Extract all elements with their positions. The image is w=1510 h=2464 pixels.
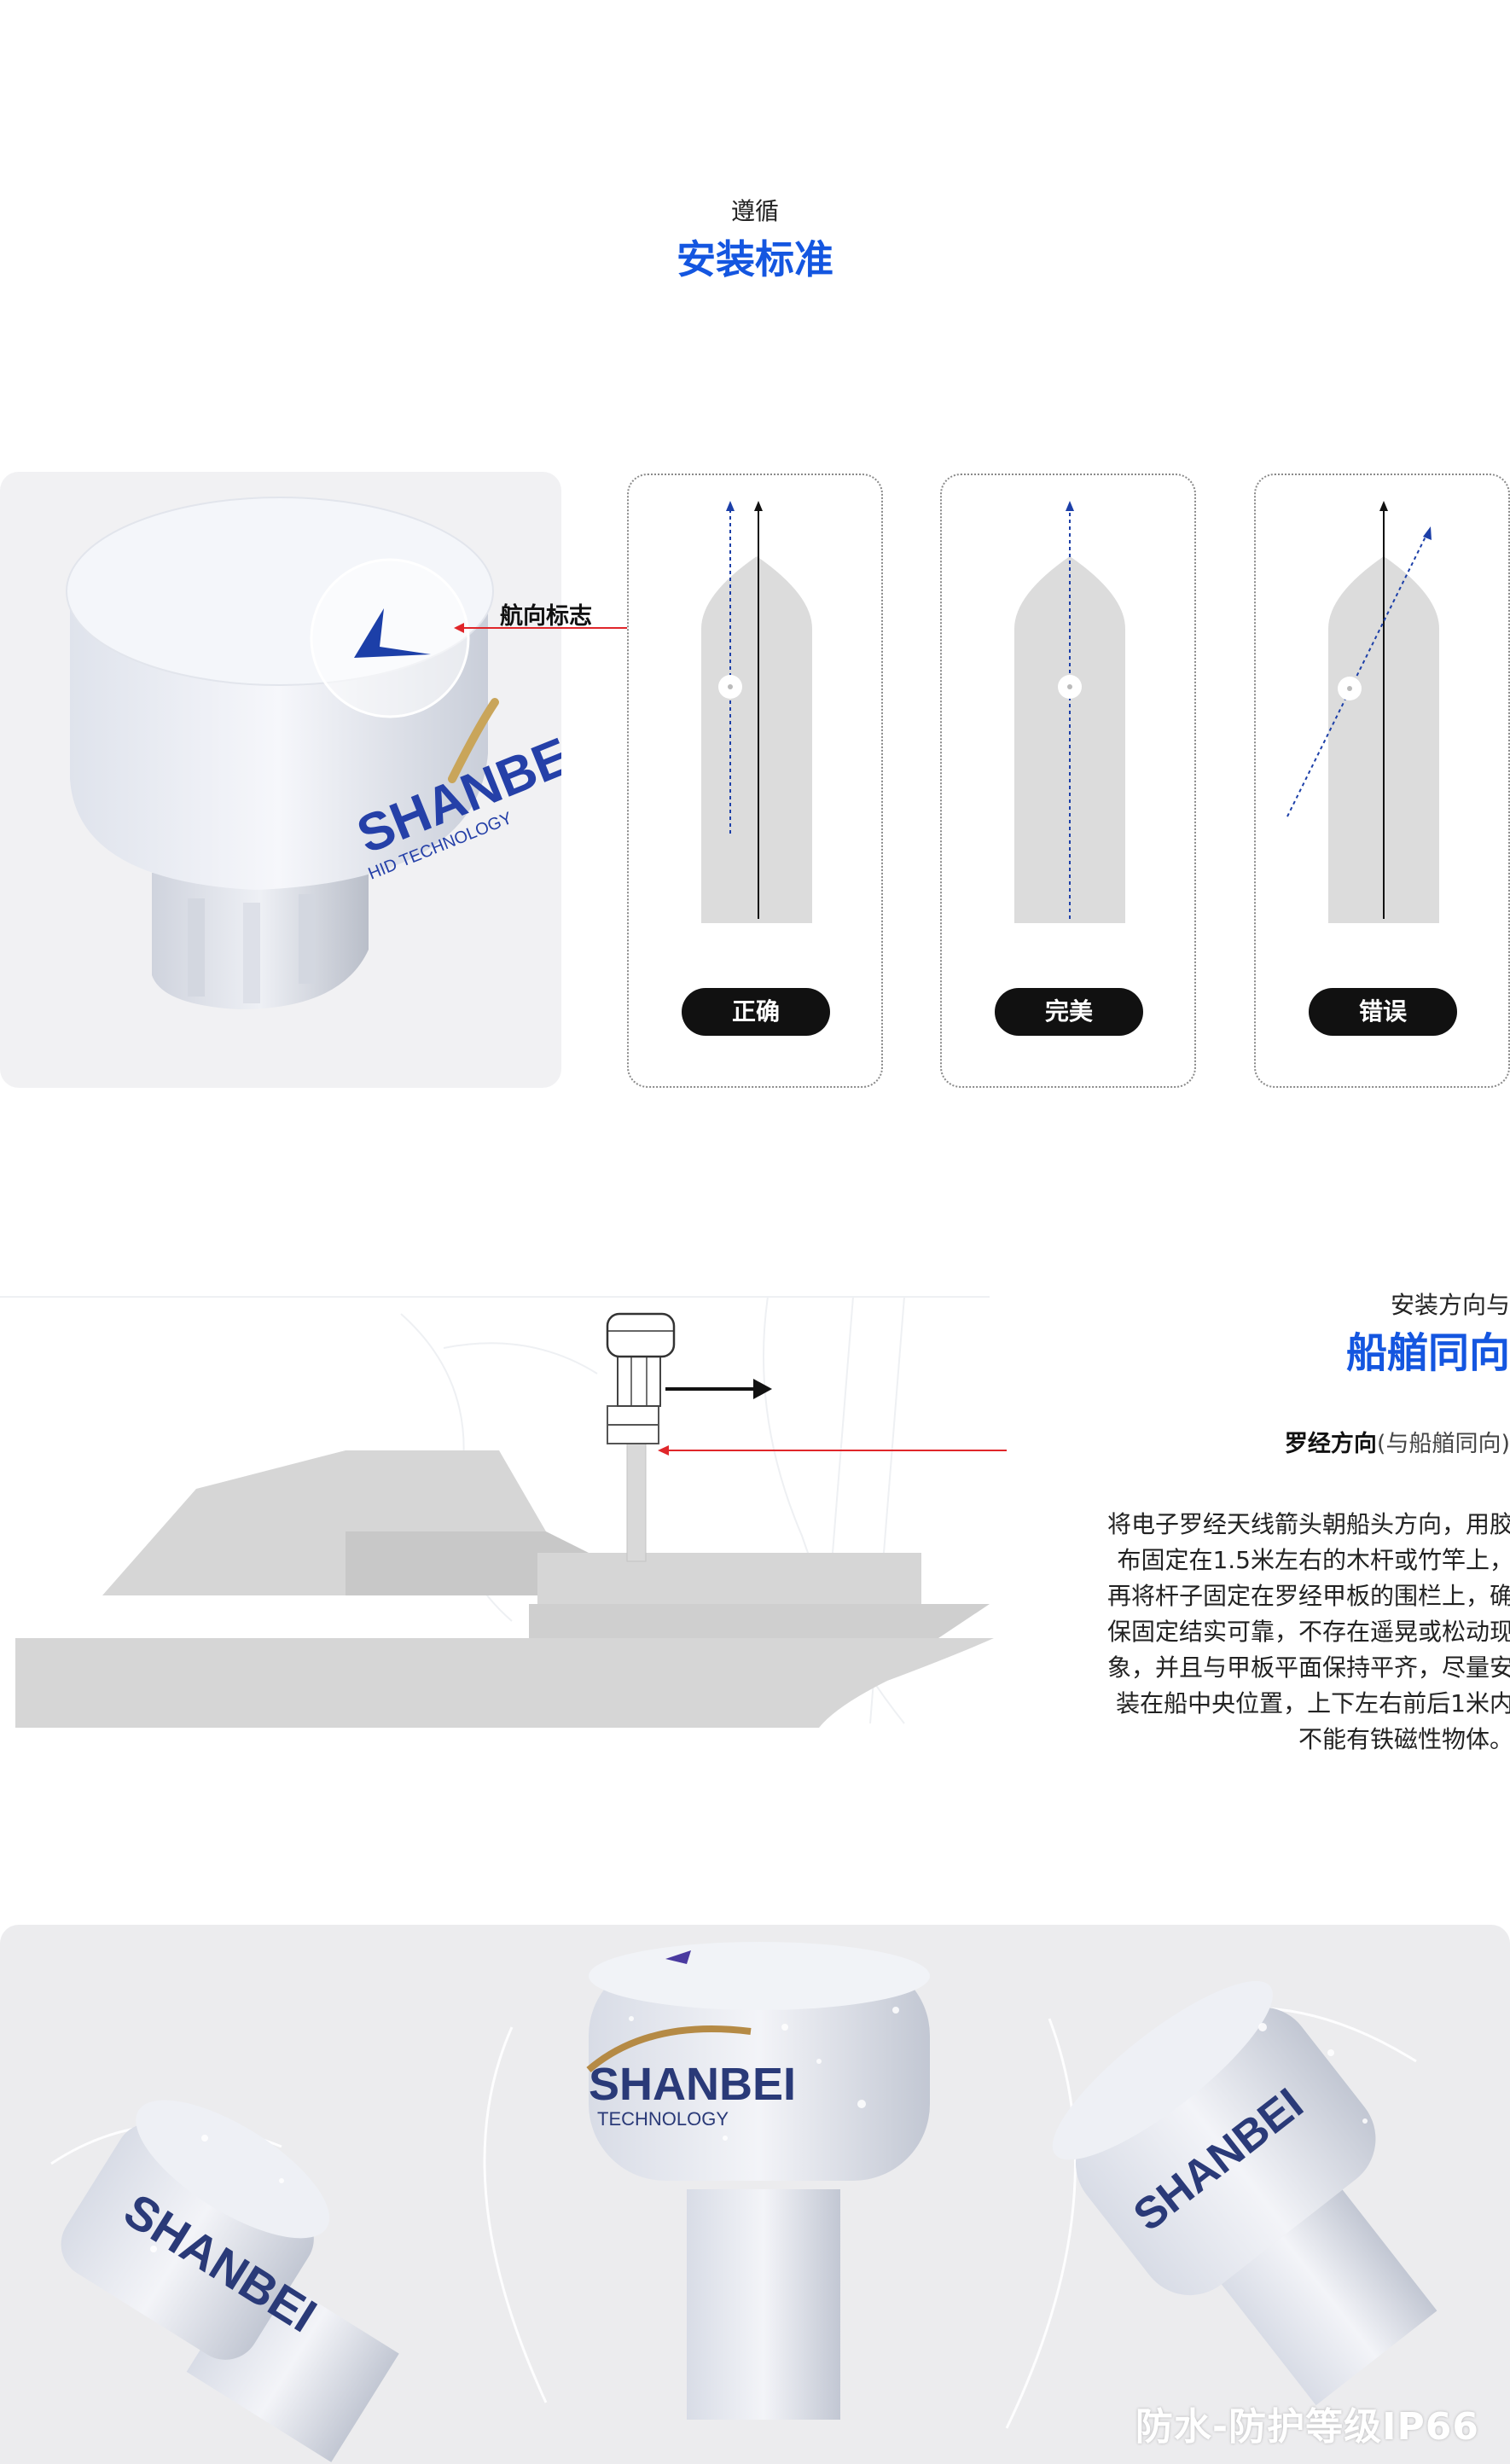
boat-diagram-correct [701,501,812,923]
section-direction-title: 船艏同向 [1345,1329,1510,1377]
compass-direction-note: (与船艏同向) [1376,1431,1510,1457]
heading-mark-label: 航向标志 [500,603,592,630]
instruction-line: 布固定在1.5米左右的木杆或竹竿上， [1117,1546,1510,1574]
compass-direction-bold: 罗经方向 [1284,1431,1377,1457]
instruction-line: 装在船中央位置，上下左右前后1米内 [1116,1689,1510,1717]
compass-antenna-image: SHANBEI HID TECHNOLOGY [66,497,561,1009]
section-install-title: 安装标准 [677,236,833,282]
waterproof-showcase: SHANBEI SHANBEI TECHNOLOGY SHANBEI 防水-防护… [0,1925,1510,2464]
boat-panel-perfect: 完美 [940,474,1196,1088]
compass-direction-label: 罗经方向(与船艏同向) [1083,1425,1510,1458]
boat-panel-correct: 正确 [627,474,883,1088]
section-install-kicker: 遵循 [730,197,779,225]
instruction-line: 再将杆子固定在罗经甲板的围栏上，确 [1106,1582,1510,1610]
boat-diagram-wrong [1286,501,1439,923]
waterproof-product-images: SHANBEI SHANBEI TECHNOLOGY SHANBEI [50,1942,1437,2462]
brand-logo-text-center: SHANBEI [589,2059,796,2110]
heading-mark-icon [354,608,431,658]
label-perfect: 完美 [995,988,1143,1036]
instruction-line: 将电子罗经天线箭头朝船头方向，用胶 [1106,1510,1510,1538]
product-image-card: SHANBEI HID TECHNOLOGY [0,472,561,1088]
label-wrong: 错误 [1309,988,1457,1036]
brand-logo-subtext-center: TECHNOLOGY [597,2108,729,2130]
instruction-line: 不能有铁磁性物体。 [1298,1725,1510,1753]
instruction-line: 保固定结实可靠，不存在遥晃或松动现 [1106,1618,1510,1646]
waterproof-caption: 防水-防护等级IP66 [1135,2405,1479,2449]
instruction-line: 象，并且与甲板平面保持平齐，尽量安 [1106,1653,1510,1682]
boat-panel-wrong: 错误 [1254,474,1510,1088]
section-direction-kicker: 安装方向与 [1390,1291,1510,1319]
boat-diagram-perfect [1014,501,1125,923]
ship-mount-diagram [0,1296,1007,1728]
label-correct: 正确 [682,988,830,1036]
install-instructions: 将电子罗经天线箭头朝船头方向，用胶 布固定在1.5米左右的木杆或竹竿上， 再将杆… [1046,1507,1510,1758]
